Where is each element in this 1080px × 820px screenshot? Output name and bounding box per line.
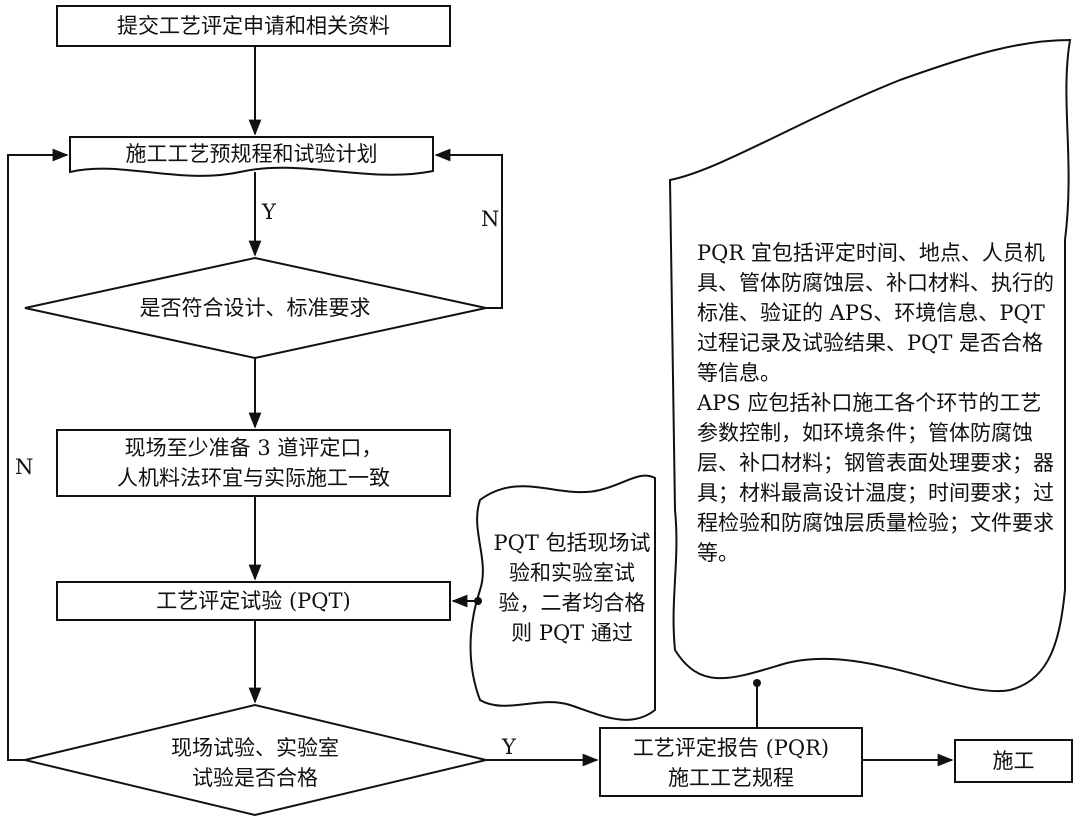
pass-check-text-line2: 试验是否合格 [192,766,318,790]
arrow-passcheck-no-loop [7,148,69,761]
construction-text: 施工 [992,749,1035,773]
prepare-box [56,429,451,497]
label-yes-plan: Y [262,200,276,224]
label-yes-report: Y [502,735,516,759]
report-text-line1: 工艺评定报告 (PQR) [632,736,830,760]
submit-text: 提交工艺评定申请和相关资料 [117,14,390,38]
standard-check-text: 是否符合设计、标准要求 [139,296,371,320]
plan-document-box [69,136,434,177]
pqr-note-dot [753,679,761,687]
pqt-note-text: PQT 包括现场试验和实验室试验，二者均合格则 PQT 通过 [493,531,651,645]
pqr-note-shape [668,38,1072,693]
label-no-left: N [15,455,34,479]
arrow-check-no-loop [434,148,503,309]
submit-box [56,5,451,47]
report-box [599,727,863,797]
pqr-note-text: PQR 宜包括评定时间、地点、人员机具、管体防腐蚀层、补口材料、执行的标准、验证… [697,241,1054,565]
report-text-line2: 施工工艺规程 [668,766,794,790]
prepare-text-line2: 人机料法环宜与实际施工一致 [117,466,390,490]
pqt-text: 工艺评定试验 (PQT) [156,589,351,613]
pass-check-text-line1: 现场试验、实验室 [171,736,339,760]
pqt-note-shape [469,474,656,721]
plan-text: 施工工艺预规程和试验计划 [125,142,378,166]
pqt-note-dot [474,597,482,605]
prepare-text-line1: 现场至少准备 3 道评定口， [124,436,383,460]
construction-box [954,739,1073,783]
label-no-plan: N [481,207,500,231]
pqt-box [56,581,451,621]
